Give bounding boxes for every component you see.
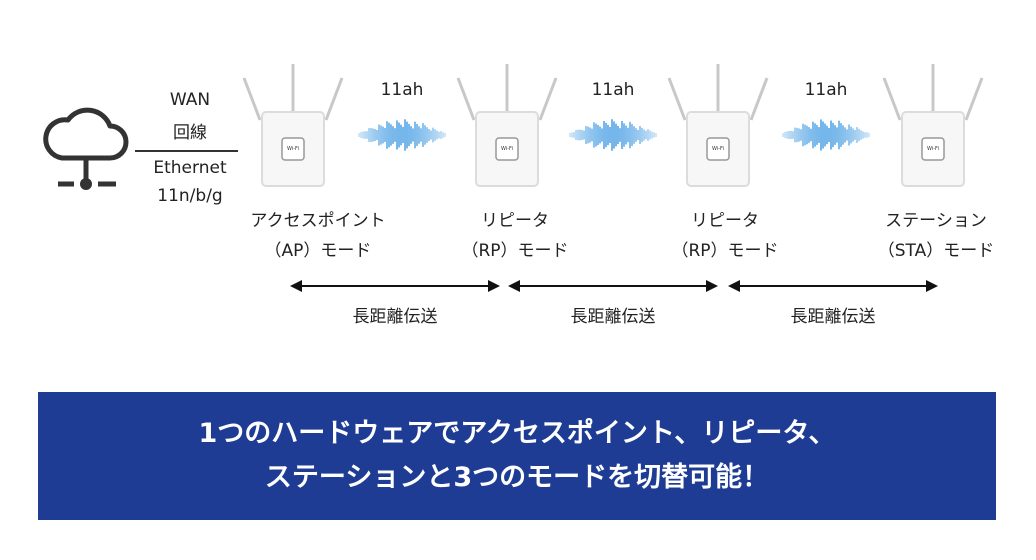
wifi-badge: Wi-Fi: [501, 146, 513, 152]
device-rp1-mode: （RP）モード: [461, 241, 569, 261]
range-arrow: [290, 280, 500, 292]
range-label-3: 長距離伝送: [790, 307, 876, 327]
ethernet-label: Ethernet: [153, 158, 227, 178]
router-icon: [242, 64, 344, 187]
summary-banner: 1つのハードウェアでアクセスポイント、リピータ、 ステーションと3つのモードを切…: [38, 392, 996, 520]
device-rp-1: Wi-Fi: [452, 62, 562, 192]
wifi-badge: Wi-Fi: [287, 146, 299, 152]
range-label-2: 長距離伝送: [570, 307, 656, 327]
device-ap-mode: （AP）モード: [264, 241, 372, 261]
router-icon: [882, 64, 984, 187]
radio-wave-icon: [569, 119, 657, 151]
device-sta: Wi-Fi: [878, 62, 988, 192]
device-rp-2: Wi-Fi: [663, 62, 773, 192]
cloud-network-icon: [43, 107, 129, 190]
radio-wave-icon: [358, 119, 446, 151]
router-icon: [667, 64, 769, 187]
banner-line-2: ステーションと3つのモードを切替可能！: [264, 462, 770, 493]
range-arrow: [728, 280, 938, 292]
radio-wave-icon: [782, 119, 870, 151]
device-sta-mode: （STA）モード: [877, 241, 995, 261]
device-sta-label: ステーション: [885, 211, 987, 231]
link-label-2: 11ah: [591, 80, 635, 100]
device-rp1-label: リピータ: [481, 211, 549, 231]
wan-line-label: 回線: [173, 123, 207, 143]
wifi-badge: Wi-Fi: [712, 146, 724, 152]
link-label-3: 11ah: [804, 80, 848, 100]
router-icon: [456, 64, 558, 187]
wifi-badge: Wi-Fi: [927, 146, 939, 152]
range-label-1: 長距離伝送: [352, 307, 438, 327]
device-rp2-label: リピータ: [691, 211, 759, 231]
device-rp2-mode: （RP）モード: [671, 241, 779, 261]
device-ap: Wi-Fi: [238, 62, 348, 192]
range-arrow: [508, 280, 718, 292]
ethernet-connection-line: [135, 150, 238, 152]
wan-label: WAN: [169, 90, 211, 110]
banner-line-1: 1つのハードウェアでアクセスポイント、リピータ、: [198, 418, 836, 449]
device-ap-label: アクセスポイント: [250, 211, 386, 231]
ethernet-standard-label: 11n/b/g: [157, 186, 223, 206]
link-label-1: 11ah: [380, 80, 424, 100]
